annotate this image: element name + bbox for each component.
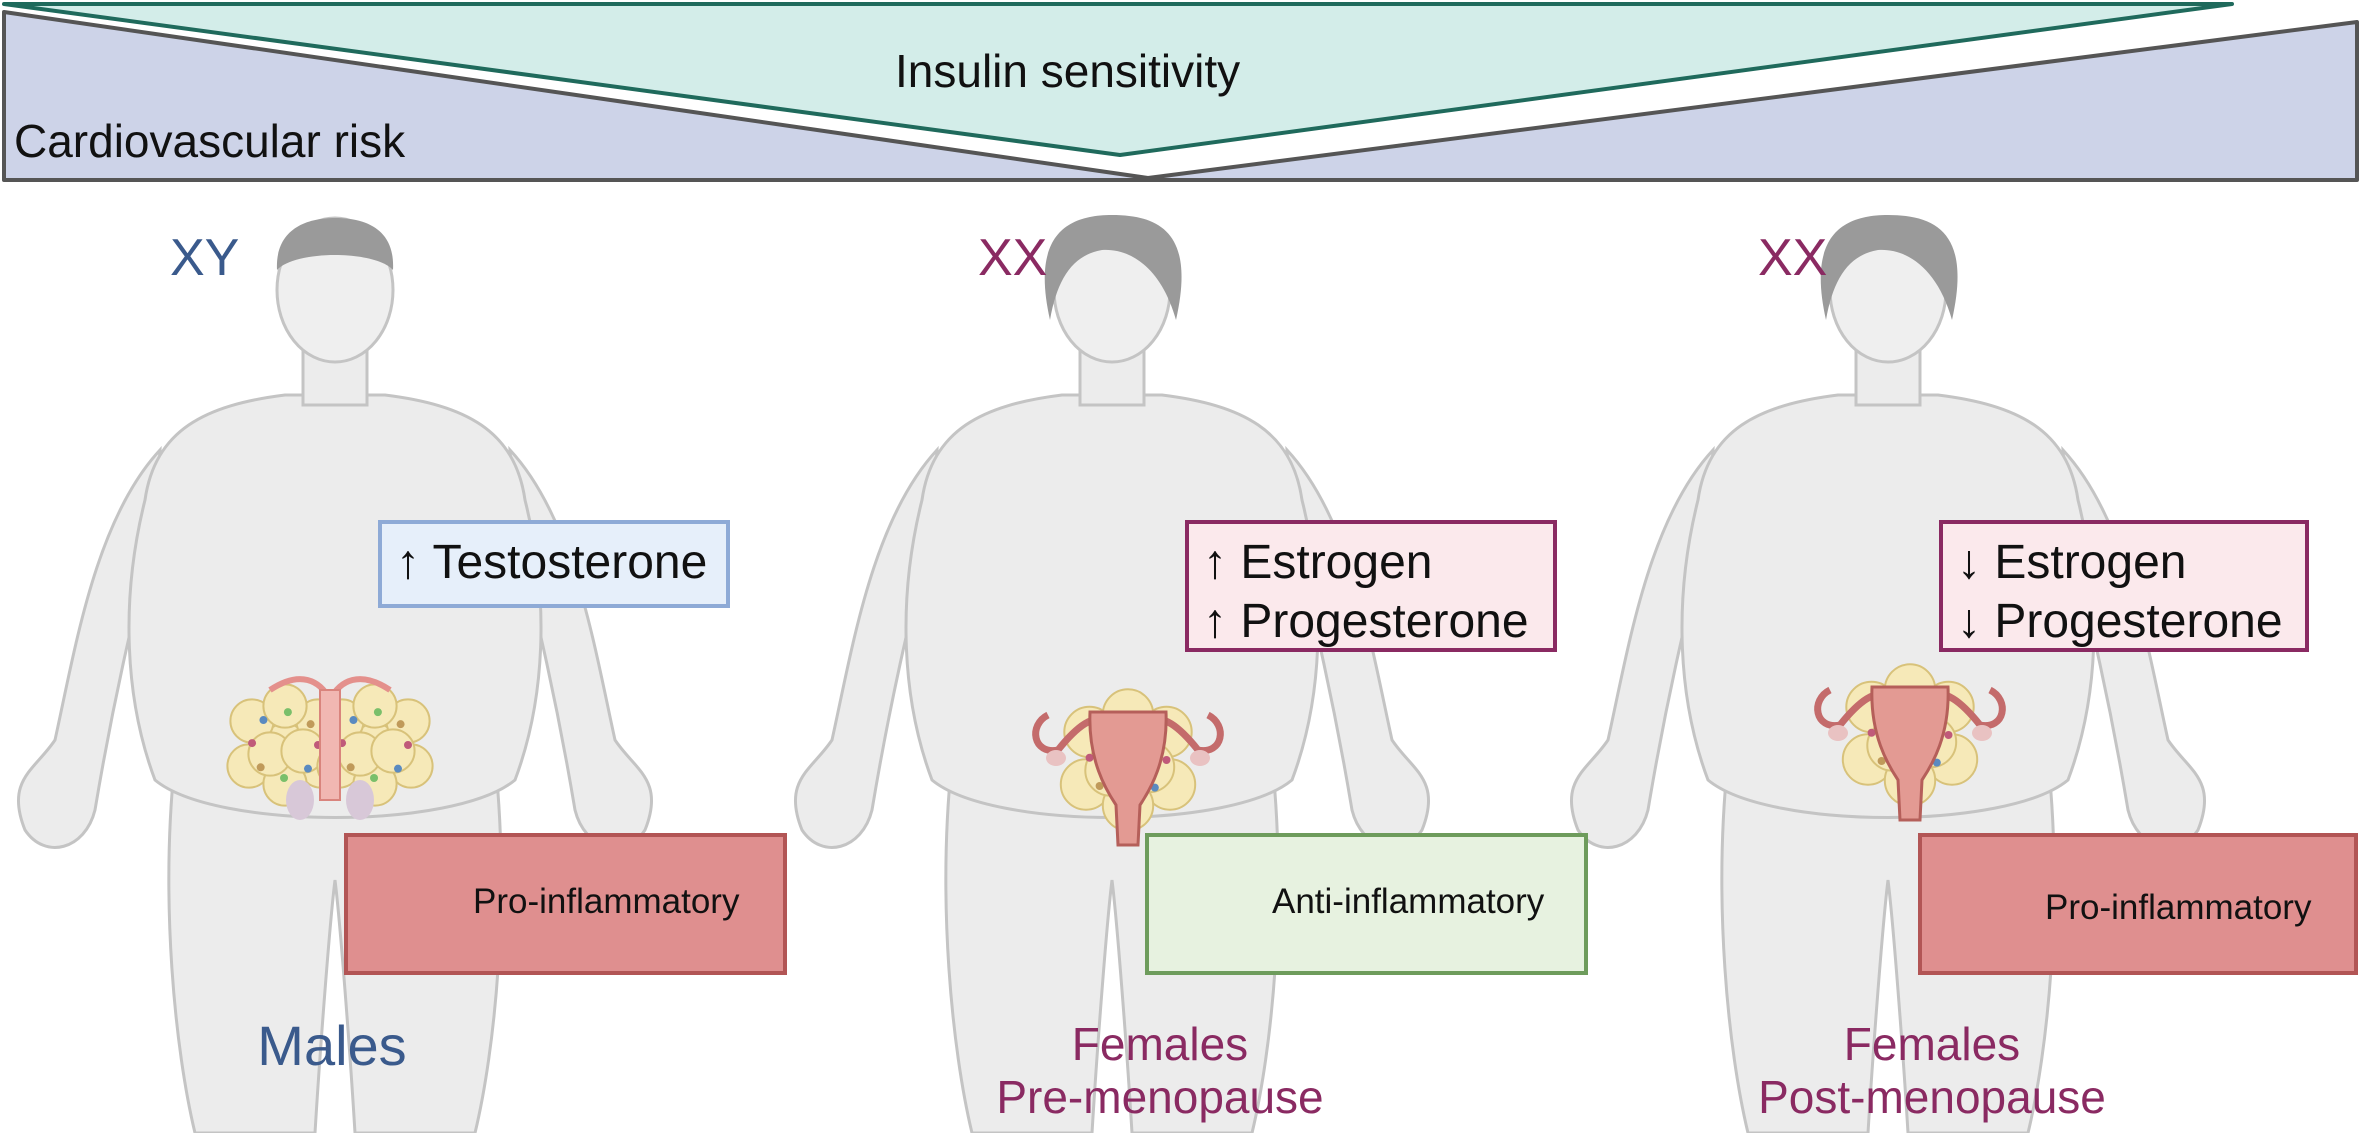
person-figure bbox=[793, 215, 1431, 1133]
ovary-shape bbox=[1190, 750, 1210, 766]
testis-shape bbox=[286, 780, 314, 820]
cardiovascular-risk-wedge bbox=[2, 10, 2359, 182]
ovary-shape bbox=[1972, 725, 1992, 741]
ovary-shape bbox=[1828, 725, 1848, 741]
immune-cell bbox=[373, 708, 382, 717]
immune-cell bbox=[1944, 731, 1953, 739]
hormone-line: ↑ Estrogen bbox=[1203, 536, 1433, 589]
left-arm-shape bbox=[1569, 445, 1715, 849]
male-reproductive-icon bbox=[226, 676, 434, 820]
immune-cell bbox=[256, 763, 265, 772]
insulin-sensitivity-wedge bbox=[2, 2, 2234, 157]
left-arm-shape bbox=[16, 445, 162, 849]
immune-cell bbox=[349, 716, 358, 725]
hormone-box-males: ↑ Testosterone bbox=[378, 520, 730, 608]
hormone-line: ↓ Progesterone bbox=[1957, 594, 2283, 648]
immune-cell bbox=[346, 763, 355, 772]
immune-cell bbox=[283, 708, 292, 717]
adipose-tissue-icon bbox=[226, 683, 344, 807]
immune-cell bbox=[1095, 782, 1104, 791]
hormone-line: ↓ Estrogen bbox=[1957, 536, 2187, 589]
insulin-sensitivity-label: Insulin sensitivity bbox=[895, 45, 1241, 97]
inflammation-box-post-menopause bbox=[1918, 833, 2358, 975]
hormone-line: ↑ Testosterone bbox=[396, 536, 708, 589]
chromosome-label-males: XY bbox=[170, 229, 240, 287]
ovary-shape bbox=[1046, 750, 1066, 766]
immune-cell bbox=[1867, 728, 1876, 737]
immune-cell bbox=[1162, 756, 1171, 764]
immune-cell bbox=[248, 739, 257, 748]
person-figure bbox=[16, 216, 654, 1133]
chromosome-label-post-menopause: XX bbox=[1758, 229, 1828, 287]
inflammation-label-post-menopause: Pro-inflammatory bbox=[2045, 888, 2312, 927]
group-label-males: Males bbox=[172, 1014, 492, 1078]
immune-cell bbox=[393, 764, 402, 773]
immune-cell bbox=[303, 764, 312, 773]
person-figure bbox=[1569, 215, 2207, 1133]
hormone-box-pre-menopause: ↑ Estrogen ↑ Progesterone bbox=[1185, 520, 1557, 652]
body-silhouettes bbox=[16, 215, 2207, 1133]
group-label-line: Pre-menopause bbox=[996, 1070, 1324, 1123]
inflammation-box-pre-menopause bbox=[1145, 833, 1588, 975]
immune-cell bbox=[1932, 758, 1941, 767]
immune-cell bbox=[404, 741, 412, 749]
chromosome-label-pre-menopause: XX bbox=[978, 229, 1048, 287]
inflammation-label-males: Pro-inflammatory bbox=[473, 882, 740, 921]
testis-shape bbox=[346, 780, 374, 820]
hair-shape bbox=[1820, 215, 1958, 320]
fat-cell bbox=[352, 683, 398, 729]
left-arm-shape bbox=[793, 445, 939, 849]
hormone-line: ↑ Progesterone bbox=[1203, 594, 1529, 648]
group-label-line: Post-menopause bbox=[1758, 1070, 2106, 1123]
urethra-shape bbox=[319, 689, 341, 801]
inflammation-label-pre-menopause: Anti-inflammatory bbox=[1272, 882, 1545, 921]
immune-cell bbox=[1085, 753, 1094, 762]
immune-cell bbox=[1150, 783, 1159, 792]
group-label-post-menopause: Females Post-menopause bbox=[1722, 1018, 2142, 1124]
hair-shape bbox=[276, 218, 394, 270]
hormone-box-post-menopause: ↓ Estrogen ↓ Progesterone bbox=[1939, 520, 2309, 652]
immune-cell bbox=[396, 720, 405, 729]
inflammation-box-males bbox=[344, 833, 787, 975]
cardiovascular-risk-label: Cardiovascular risk bbox=[14, 115, 406, 167]
group-label-line: Females bbox=[1843, 1018, 2021, 1070]
immune-cell bbox=[306, 720, 315, 729]
immune-cell bbox=[280, 773, 289, 782]
immune-cell bbox=[370, 773, 379, 782]
group-label-line: Males bbox=[257, 1014, 407, 1077]
hair-shape bbox=[1044, 215, 1182, 320]
adipose-tissue-icon bbox=[316, 683, 434, 807]
uterus-body-shape bbox=[1870, 685, 1950, 822]
uterus-body-shape bbox=[1088, 710, 1168, 847]
fat-cell bbox=[262, 683, 308, 729]
group-label-pre-menopause: Females Pre-menopause bbox=[950, 1018, 1370, 1124]
immune-cell bbox=[259, 716, 268, 725]
uterus-icon bbox=[1814, 663, 2006, 822]
banner bbox=[2, 2, 2359, 182]
uterus-icon bbox=[1032, 688, 1224, 847]
immune-cell bbox=[1877, 757, 1886, 766]
group-label-line: Females bbox=[1071, 1018, 1249, 1070]
fat-cell bbox=[370, 728, 416, 774]
